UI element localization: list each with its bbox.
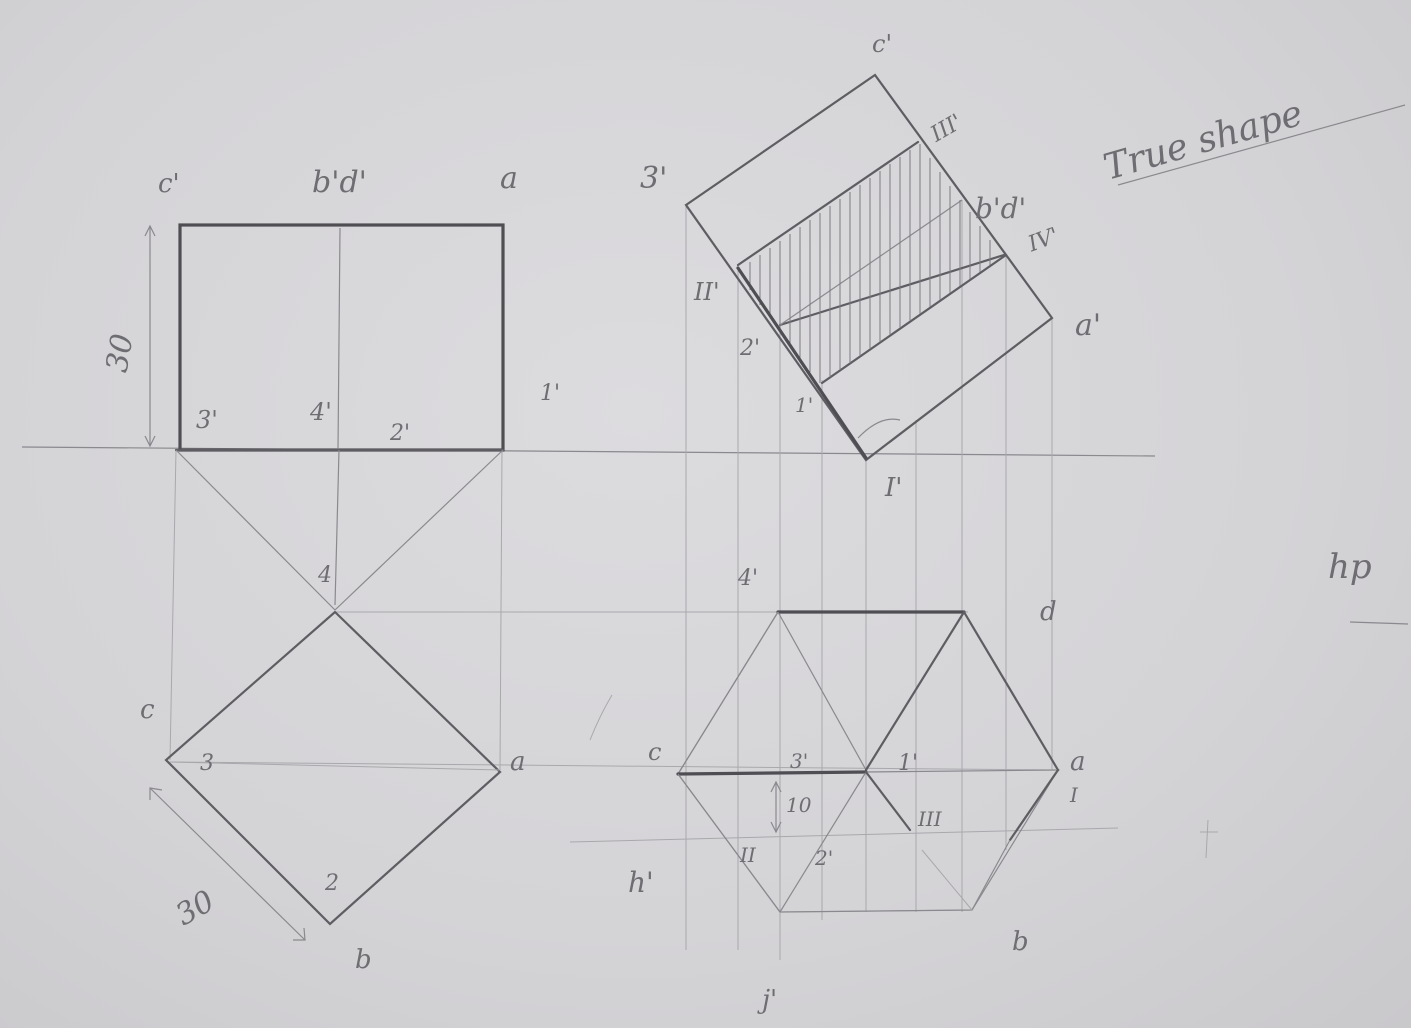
- stray-mark: [1205, 819, 1209, 859]
- label-aux-a: a': [1075, 308, 1101, 343]
- label-front-a: a: [500, 161, 518, 196]
- front-view: [144, 223, 505, 452]
- auxiliary-view: [684, 73, 1054, 462]
- label-aux-iii: III': [926, 110, 967, 148]
- label-front-1: 1': [540, 381, 560, 406]
- label-sec-b: b: [1012, 927, 1029, 957]
- label-aux-bd: b'd': [975, 192, 1026, 225]
- label-front-3: 3': [196, 406, 218, 434]
- label-top-3: 3: [200, 751, 214, 776]
- label-front-2: 2': [389, 421, 410, 446]
- label-top-b: b: [355, 945, 372, 975]
- label-sec-i: I: [1069, 783, 1079, 807]
- label-top-2: 2: [324, 871, 339, 896]
- stray-mark: [589, 694, 613, 741]
- label-sec-a: a: [1070, 747, 1086, 777]
- auxiliary-reference-line: [569, 827, 1119, 843]
- label-front-c: c': [158, 169, 180, 199]
- section-hatching: [749, 144, 991, 383]
- label-aux-ii: II': [693, 278, 720, 306]
- label-aux-1: 1': [795, 393, 813, 417]
- label-sec-c: c: [648, 738, 661, 766]
- label-sec-h: h': [628, 866, 654, 899]
- label-top-dim-30: 30: [170, 884, 221, 933]
- label-sec-iii: III: [917, 807, 943, 831]
- label-sec-3: 3': [790, 749, 808, 773]
- projection-diagonals: [175, 449, 504, 611]
- label-aux-2: 2': [739, 336, 760, 361]
- label-top-c: c: [140, 695, 155, 725]
- label-front-dim-30: 30: [100, 331, 141, 375]
- label-sec-4: 4': [737, 566, 758, 591]
- label-sec-2: 2': [814, 846, 833, 870]
- label-sec-d: d: [1040, 597, 1057, 627]
- label-sec-dim-10: 10: [786, 793, 812, 817]
- label-top-a: a: [510, 747, 526, 777]
- label-front-4: 4': [309, 398, 332, 426]
- label-true-shape: True shape: [1099, 93, 1307, 189]
- sectional-top-view: [676, 610, 1060, 913]
- label-aux-3: 3': [640, 161, 667, 196]
- label-aux-c: c': [872, 30, 892, 58]
- label-front-bd: b'd': [312, 165, 367, 200]
- label-hp: hp: [1328, 547, 1372, 587]
- label-aux-i: I': [884, 473, 902, 503]
- label-sec-ii: II: [739, 843, 757, 867]
- true-shape-underline: [1117, 104, 1406, 186]
- label-aux-iv: IV': [1024, 223, 1062, 257]
- top-view: [149, 610, 502, 941]
- projector-lines: [169, 200, 1061, 960]
- label-top-4: 4: [317, 563, 332, 588]
- hp-underline: [1349, 621, 1409, 625]
- label-sec-1: 1': [898, 751, 918, 776]
- label-sec-j: j': [757, 985, 777, 1015]
